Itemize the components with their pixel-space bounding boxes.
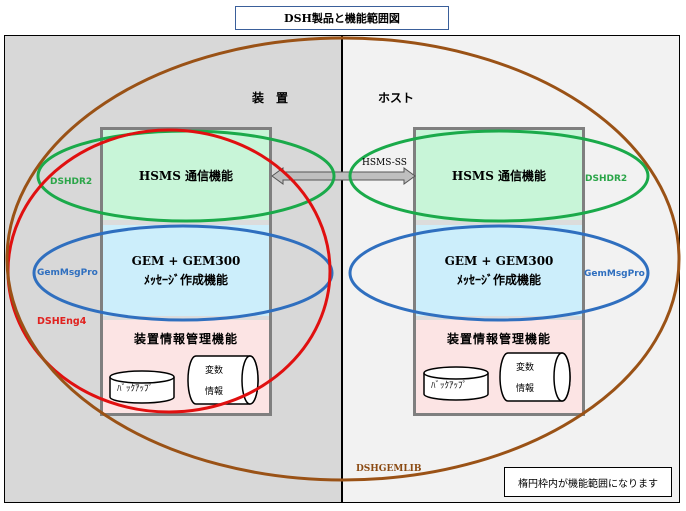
host-heading: ホスト <box>378 91 415 105</box>
equipment-gem-line2: ﾒｯｾｰｼﾞ作成機能 <box>143 272 228 287</box>
dsheng4-label: DSHEng4 <box>37 316 87 327</box>
host-backup-cylinder <box>423 366 489 401</box>
equipment-heading: 装 置 <box>252 91 289 105</box>
host-hsms-label: HSMS 通信機能 <box>451 168 547 183</box>
equipment-dshdr2-label: DSHDR2 <box>50 177 93 187</box>
equipment-mgmt-label: 装置情報管理機能 <box>133 332 238 346</box>
host-gem-line1: GEM + GEM300 <box>444 253 554 268</box>
host-hsms-box: HSMS 通信機能 <box>416 130 582 220</box>
equipment-gemmsgpro-ellipse <box>32 224 334 322</box>
host-gem-box: GEM + GEM300 ﾒｯｾｰｼﾞ作成機能 <box>416 225 582 316</box>
host-dshdr2-ellipse <box>348 129 650 223</box>
equipment-hsms-label: HSMS 通信機能 <box>138 168 234 183</box>
dshgemlib-ellipse <box>5 36 681 482</box>
equipment-gemmsgpro-label: GemMsgPro <box>37 268 98 278</box>
host-variable-line1: 変数 <box>516 363 535 373</box>
panel-divider <box>341 36 343 502</box>
host-variable-cylinder <box>499 352 571 402</box>
scope-note: 楕円枠内が機能範囲になります <box>504 467 672 497</box>
host-gemmsgpro-ellipse <box>348 224 650 322</box>
equipment-variable-line2: 情報 <box>205 387 224 397</box>
host-mgmt-label: 装置情報管理機能 <box>446 332 551 346</box>
dshgemlib-label: DSHGEMLIB <box>356 464 422 474</box>
host-backup-label: ﾊﾞｯｸｱｯﾌﾟ <box>431 381 468 391</box>
host-variable-line2: 情報 <box>516 384 535 394</box>
equipment-variable-line1: 変数 <box>205 366 224 376</box>
hsms-ss-label: HSMS-SS <box>362 158 407 168</box>
equipment-gem-line1: GEM + GEM300 <box>131 253 241 268</box>
equipment-gem-box: GEM + GEM300 ﾒｯｾｰｼﾞ作成機能 <box>103 225 269 316</box>
equipment-backup-label: ﾊﾞｯｸｱｯﾌﾟ <box>117 384 154 394</box>
equipment-variable-cylinder <box>187 355 259 405</box>
host-gemmsgpro-label: GemMsgPro <box>584 269 645 279</box>
host-gem-line2: ﾒｯｾｰｼﾞ作成機能 <box>456 272 541 287</box>
host-dshdr2-label: DSHDR2 <box>585 174 628 184</box>
equipment-backup-cylinder <box>109 370 175 404</box>
diagram-title: DSH製品と機能範囲図 <box>235 6 449 30</box>
